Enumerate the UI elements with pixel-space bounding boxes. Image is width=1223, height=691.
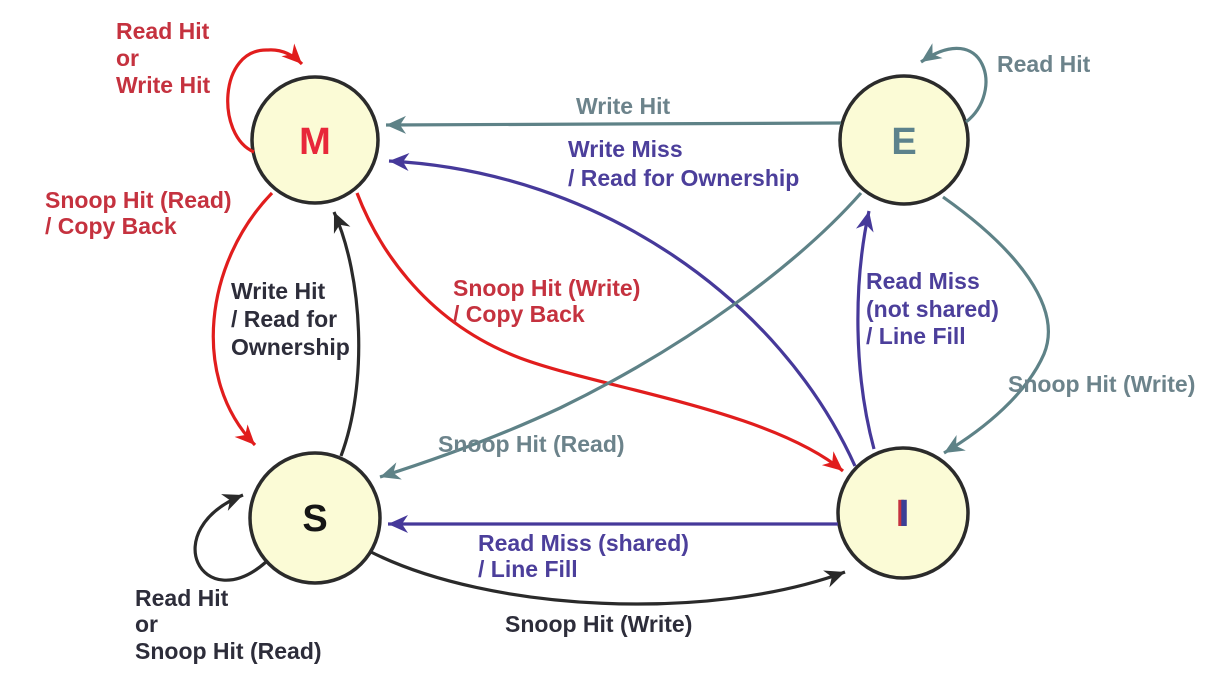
label-e-to-m: Write Hit xyxy=(576,93,670,119)
state-node-e xyxy=(838,74,970,206)
state-label-e: E xyxy=(891,121,916,163)
label-e-to-s-line-0: Snoop Hit (Read) xyxy=(438,431,625,457)
label-s-self-line-0: Read Hit xyxy=(135,585,229,611)
label-m-self-line-0: Read Hit xyxy=(116,18,210,44)
edge-i-to-e xyxy=(855,210,876,450)
edge-e-self-loop xyxy=(920,43,988,124)
label-e-to-s: Snoop Hit (Read) xyxy=(438,431,625,457)
label-e-to-m-line-0: Write Hit xyxy=(576,93,670,119)
state-node-m xyxy=(250,75,380,205)
edge-s-to-m xyxy=(332,211,361,457)
state-label-i: I xyxy=(899,493,910,535)
edge-m-to-i xyxy=(355,192,845,473)
edge-m-self-loop xyxy=(226,43,304,154)
label-m-self-line-2: Write Hit xyxy=(116,72,210,98)
label-s-to-i: Snoop Hit (Write) xyxy=(505,611,692,637)
label-s-to-m-line-1: / Read for xyxy=(231,306,337,332)
edge-s-self-loop xyxy=(193,493,268,582)
label-s-to-m-line-2: Ownership xyxy=(231,334,350,360)
edge-e-to-i xyxy=(942,195,1050,455)
label-m-self: Read Hit or Write Hit xyxy=(116,18,210,98)
label-m-to-i-line-0: Snoop Hit (Write) xyxy=(453,275,640,301)
label-s-to-i-line-0: Snoop Hit (Write) xyxy=(505,611,692,637)
edge-m-to-s xyxy=(211,191,274,447)
state-label-m: M xyxy=(299,121,331,163)
label-i-to-m: Write Miss / Read for Ownership xyxy=(568,136,799,191)
state-circle-m xyxy=(250,75,380,205)
label-s-self: Read Hit or Snoop Hit (Read) xyxy=(135,585,322,664)
state-label-i-shadow: I xyxy=(896,493,907,535)
label-e-self: Read Hit xyxy=(997,51,1091,77)
state-node-s xyxy=(248,451,382,585)
label-s-self-line-2: Snoop Hit (Read) xyxy=(135,638,322,664)
label-e-to-i-line-0: Snoop Hit (Write) xyxy=(1008,371,1195,397)
label-i-to-e-line-0: Read Miss xyxy=(866,268,980,294)
label-i-to-e: Read Miss (not shared) / Line Fill xyxy=(866,268,999,349)
label-m-to-s: Snoop Hit (Read) / Copy Back xyxy=(45,187,232,239)
edge-e-to-s xyxy=(379,191,863,480)
label-m-to-s-line-0: Snoop Hit (Read) xyxy=(45,187,232,213)
state-circle-i xyxy=(836,446,970,580)
state-circle-s xyxy=(248,451,382,585)
label-s-self-line-1: or xyxy=(135,611,158,637)
label-m-to-s-line-1: / Copy Back xyxy=(45,213,177,239)
label-i-to-e-line-2: / Line Fill xyxy=(866,323,966,349)
label-e-to-i: Snoop Hit (Write) xyxy=(1008,371,1195,397)
label-s-to-m-line-0: Write Hit xyxy=(231,278,325,304)
label-s-to-m: Write Hit / Read for Ownership xyxy=(231,278,350,360)
label-i-to-e-line-1: (not shared) xyxy=(866,296,999,322)
label-i-to-m-line-0: Write Miss xyxy=(568,136,683,162)
edge-i-to-m xyxy=(388,153,857,467)
label-i-to-s-line-1: / Line Fill xyxy=(478,556,578,582)
label-e-self-line-0: Read Hit xyxy=(997,51,1091,77)
label-i-to-s-line-0: Read Miss (shared) xyxy=(478,530,689,556)
state-circle-e xyxy=(838,74,970,206)
state-label-s: S xyxy=(302,498,327,540)
label-i-to-m-line-1: / Read for Ownership xyxy=(568,165,799,191)
edge-s-to-i xyxy=(370,550,846,606)
edge-e-to-m xyxy=(385,115,842,134)
label-m-to-i: Snoop Hit (Write) / Copy Back xyxy=(453,275,640,327)
label-i-to-s: Read Miss (shared) / Line Fill xyxy=(478,530,689,582)
state-node-i xyxy=(836,446,970,580)
label-m-self-line-1: or xyxy=(116,45,139,71)
label-m-to-i-line-1: / Copy Back xyxy=(453,301,585,327)
